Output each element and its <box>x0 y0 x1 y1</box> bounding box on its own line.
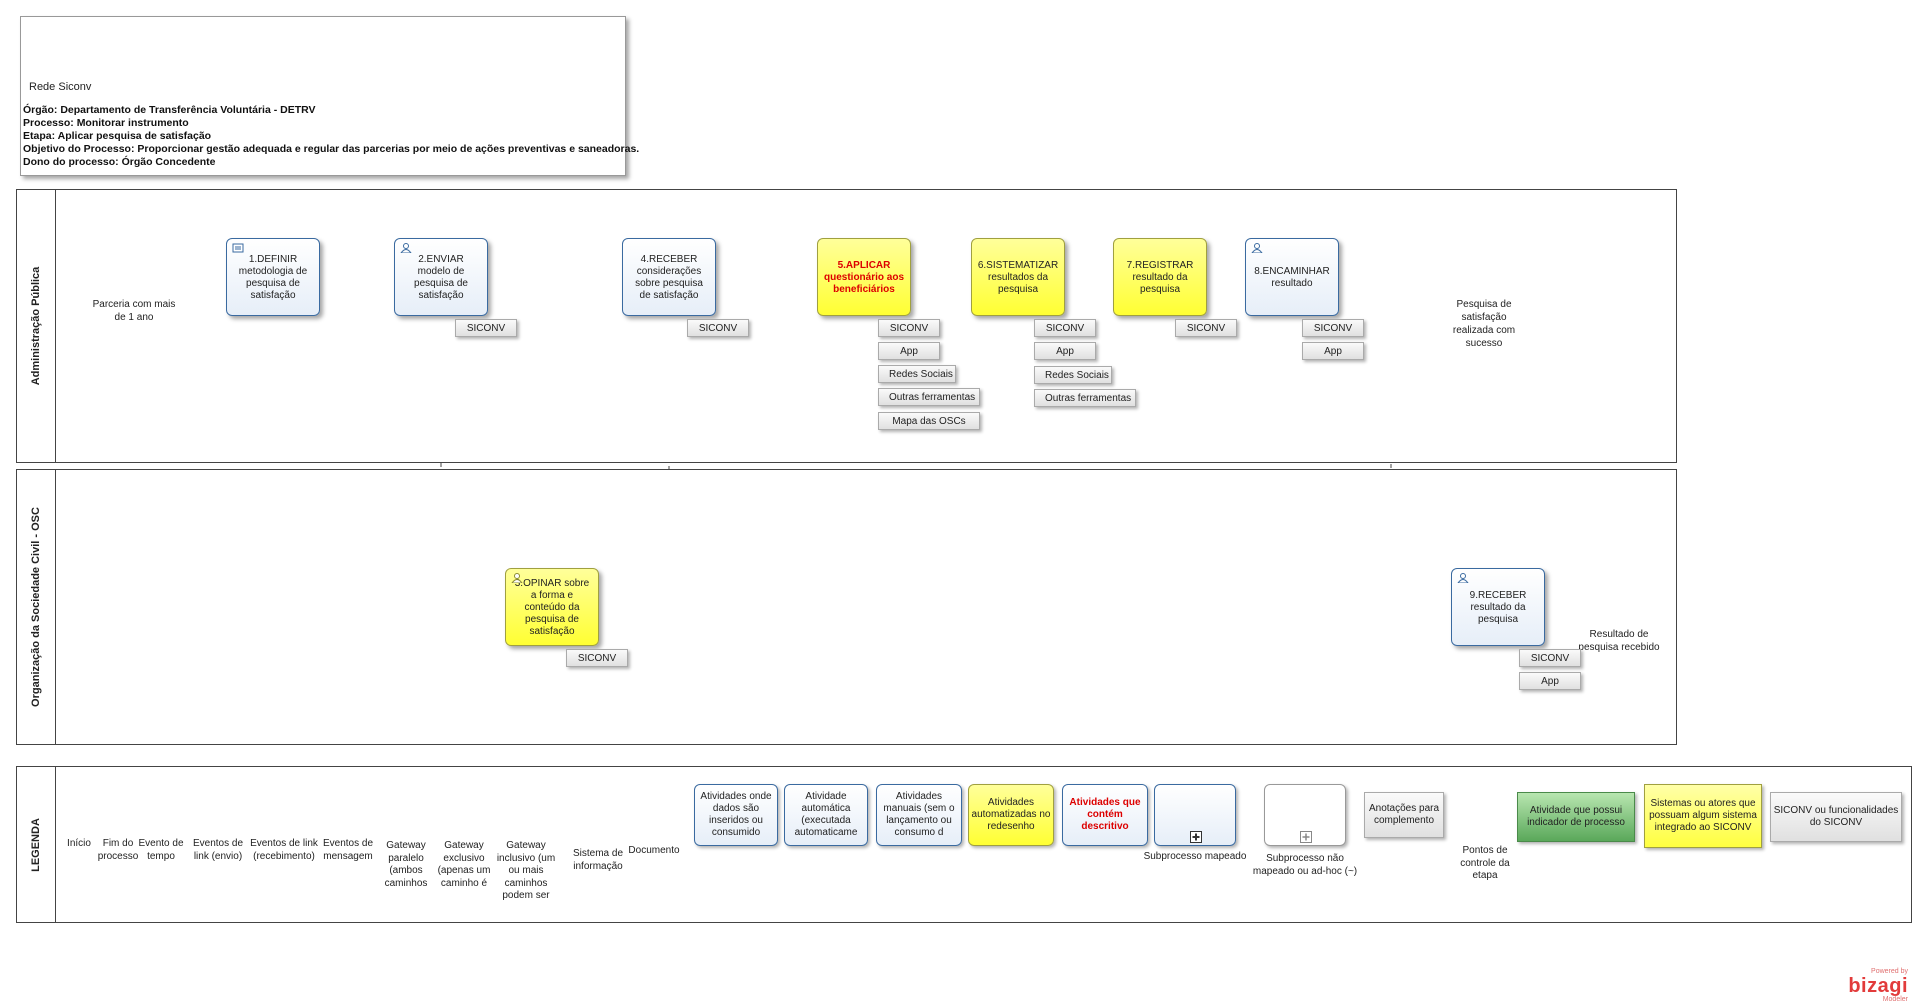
task-6-sistematizar[interactable]: 6.SISTEMATIZAR resultados da pesquisa <box>971 238 1065 316</box>
user-task-icon <box>1457 573 1469 583</box>
legend-box-siconv-func: SICONV ou funcionalidades do SICONV <box>1770 792 1902 842</box>
bizagi-powered: Powered by <box>1871 968 1908 975</box>
legend-fim-label: Fim do processo <box>97 838 139 862</box>
lane-administracao-publica: Administração Pública <box>16 189 1677 463</box>
tag-siconv-t5: SICONV <box>878 319 940 337</box>
legend-box-subprocesso-mapeado <box>1154 784 1236 846</box>
legend-gw-exclusivo-label: Gateway exclusivo (apenas um caminho é <box>437 840 491 889</box>
expand-plus-icon <box>1190 831 1202 843</box>
header-etapa: Etapa: Aplicar pesquisa de satisfação <box>23 130 212 142</box>
end-event-osc-label: Resultado de pesquisa recebido <box>1578 629 1660 653</box>
user-task-icon <box>1251 243 1263 253</box>
tag-outras-t6: Outras ferramentas <box>1034 389 1136 407</box>
tag-outras-t5: Outras ferramentas <box>878 388 980 406</box>
task-5-aplicar[interactable]: 5.APLICAR questionário aos beneficiários <box>817 238 911 316</box>
expand-plus-icon <box>1300 831 1312 843</box>
start-event-label: Parceria com mais de 1 ano <box>92 299 176 323</box>
lane-title-admin: Administração Pública <box>30 266 42 386</box>
legend-box-manuais: Atividades manuais (sem o lançamento ou … <box>876 784 962 846</box>
legend-box-sistemas-atores: Sistemas ou atores que possuam algum sis… <box>1644 784 1762 848</box>
legend-link-receb-label: Eventos de link (recebimento) <box>250 838 318 862</box>
legend-gw-inclusivo-label: Gateway inclusivo (um ou mais caminhos p… <box>496 840 556 904</box>
logo-label: Rede Siconv <box>29 81 92 93</box>
tag-siconv-t4: SICONV <box>687 319 749 337</box>
tag-redes-t5: Redes Sociais <box>878 365 956 383</box>
tag-app-t6: App <box>1034 342 1096 360</box>
legend-mensagem-label: Eventos de mensagem <box>322 838 374 862</box>
legend-gw-paralelo-label: Gateway paralelo (ambos caminhos <box>384 840 428 889</box>
header-objetivo: Objetivo do Processo: Proporcionar gestã… <box>23 143 640 155</box>
legend-sub-nao-label: Subprocesso não mapeado ou ad-hoc (~) <box>1252 853 1358 877</box>
task-1-definir[interactable]: 1.DEFINIR metodologia de pesquisa de sat… <box>226 238 320 316</box>
header-dono: Dono do processo: Órgão Concedente <box>23 156 216 168</box>
header-orgao: Órgão: Departamento de Transferência Vol… <box>23 104 316 116</box>
lane-osc: Organização da Sociedade Civil - OSC <box>16 469 1677 745</box>
legend-box-automatica: Atividade automática (executada automati… <box>784 784 868 846</box>
tag-mapa-t5: Mapa das OSCs <box>878 412 980 430</box>
tag-redes-t6: Redes Sociais <box>1034 366 1112 384</box>
user-task-icon <box>400 243 412 253</box>
bizagi-logo: bizagi <box>1848 975 1908 997</box>
task-3-opinar[interactable]: 3.OPINAR sobre a forma e conteúdo da pes… <box>505 568 599 646</box>
tag-siconv-t7: SICONV <box>1175 319 1237 337</box>
task-7-registrar[interactable]: 7.REGISTRAR resultado da pesquisa <box>1113 238 1207 316</box>
legend-tempo-label: Evento de tempo <box>138 838 184 862</box>
legend-box-indicador: Atividade que possui indicador de proces… <box>1517 792 1635 842</box>
bizagi-product: Modeler <box>1882 996 1908 1003</box>
tag-siconv-t9: SICONV <box>1519 649 1581 667</box>
tag-siconv-t8: SICONV <box>1302 319 1364 337</box>
bizagi-watermark: Powered by bizagi Modeler <box>1848 968 1908 1004</box>
legend-box-automatizadas: Atividades automatizadas no redesenho <box>968 784 1054 846</box>
legend-pontos-label: Pontos de controle da etapa <box>1460 845 1510 881</box>
header-processo: Processo: Monitorar instrumento <box>23 117 189 129</box>
legend-box-anotacoes: Anotações para complemento <box>1364 792 1444 838</box>
end-event-admin-label: Pesquisa de satisfação realizada com suc… <box>1452 299 1516 349</box>
process-header: Rede Siconv Órgão: Departamento de Trans… <box>20 16 639 176</box>
lane-title-osc: Organização da Sociedade Civil - OSC <box>30 507 42 707</box>
script-icon <box>232 243 244 253</box>
legend-documento-label: Documento <box>628 845 680 856</box>
tag-app-t9: App <box>1519 672 1581 690</box>
task-2-enviar[interactable]: 2.ENVIAR modelo de pesquisa de satisfaçã… <box>394 238 488 316</box>
tag-app-t5: App <box>878 342 940 360</box>
tag-siconv-t2: SICONV <box>455 319 517 337</box>
tag-app-t8: App <box>1302 342 1364 360</box>
tag-siconv-t6: SICONV <box>1034 319 1096 337</box>
legend-box-dados: Atividades onde dados são inseridos ou c… <box>694 784 778 846</box>
user-task-icon <box>511 573 523 583</box>
legend-inicio-label: Início <box>67 838 91 849</box>
legend-sistema-label: Sistema de informação <box>572 848 624 872</box>
tag-siconv-t3: SICONV <box>566 649 628 667</box>
legend-box-subprocesso-nao <box>1264 784 1346 846</box>
task-9-receber[interactable]: 9.RECEBER resultado da pesquisa <box>1451 568 1545 646</box>
task-8-encaminhar[interactable]: 8.ENCAMINHAR resultado <box>1245 238 1339 316</box>
task-4-receber[interactable]: 4.RECEBER considerações sobre pesquisa d… <box>622 238 716 316</box>
lane-title-legend: LEGENDA <box>30 817 42 872</box>
legend-sub-mapeado-label: Subprocesso mapeado <box>1143 851 1247 862</box>
legend-box-descritivo: Atividades que contém descritivo <box>1062 784 1148 846</box>
legend-link-envio-label: Eventos de link (envio) <box>192 838 244 862</box>
